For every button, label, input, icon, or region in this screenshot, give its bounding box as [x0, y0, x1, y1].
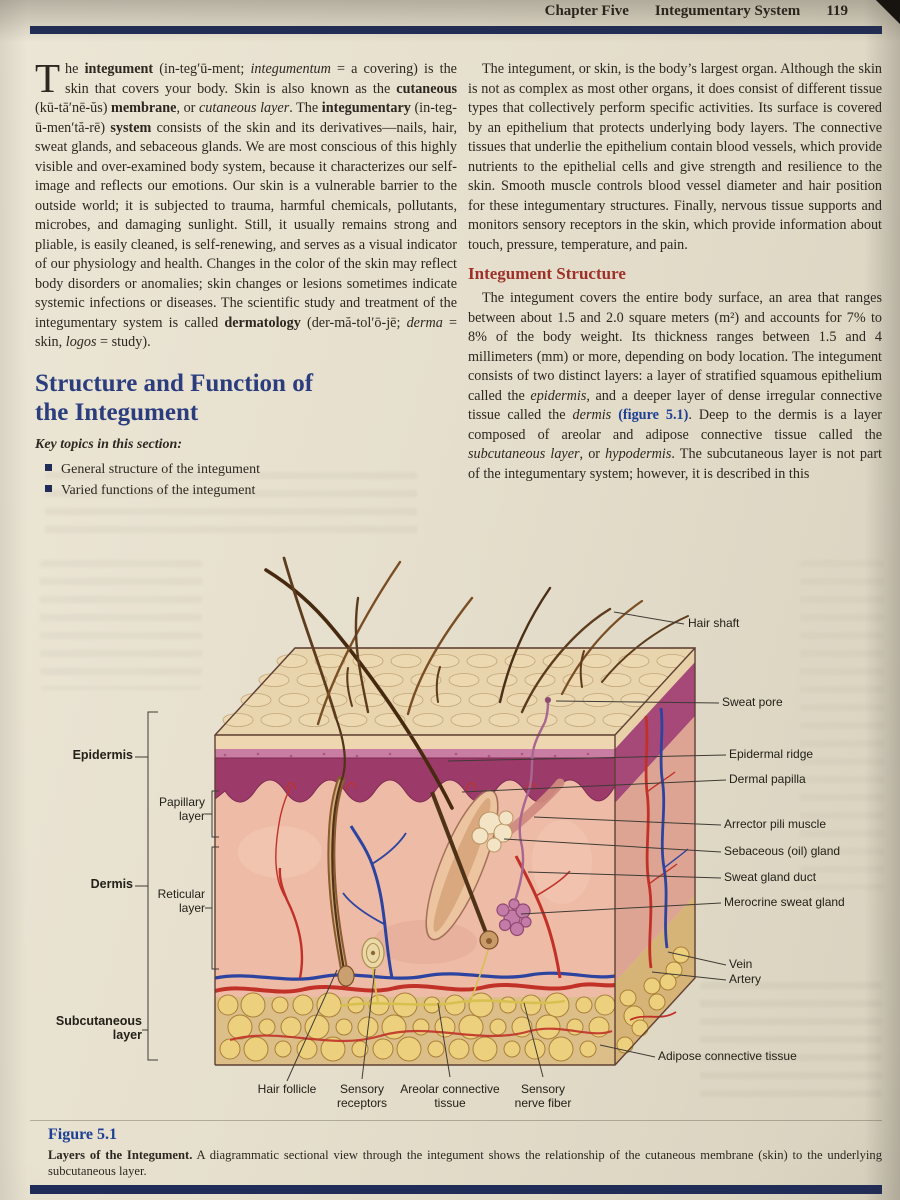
label-subcutaneous-layer: Subcutaneous layer — [55, 1014, 142, 1042]
label-arrector-pili-muscle: Arrector pili muscle — [724, 817, 827, 831]
label-sebaceous-gland: Sebaceous (oil) gland — [724, 844, 841, 858]
label-reticular-layer: Reticular layer — [157, 887, 205, 915]
label-sensory-receptors: Sensory receptors — [336, 1082, 388, 1110]
integument-structure-heading: Integument Structure — [468, 264, 626, 283]
key-topics-label: Key topics in this section: — [35, 436, 182, 452]
vein-plexus — [214, 971, 616, 981]
key-topic-text: General structure of the integument — [61, 461, 261, 477]
figure-5-1: Hair shaft Sweat pore Epidermal ridge De… — [0, 500, 900, 1118]
right-column: The integument, or skin, is the body’s l… — [468, 60, 882, 484]
artery-plexus — [214, 982, 616, 994]
figure-number: Figure 5.1 — [48, 1126, 118, 1143]
figure-caption: Layers of the Integument. A diagrammatic… — [48, 1148, 882, 1178]
page-number: 119 — [826, 3, 848, 19]
section-heading: Structure and Function of the Integument — [35, 369, 314, 426]
label-sweat-gland-duct: Sweat gland duct — [724, 870, 817, 884]
figure-leader-lines — [135, 611, 727, 1082]
nerve-fiber — [339, 999, 566, 1008]
sebaceous-gland — [471, 810, 514, 853]
label-hair-shaft: Hair shaft — [688, 616, 740, 630]
label-merocrine-sweat-gland: Merocrine sweat gland — [724, 895, 845, 909]
key-topic-item: Varied functions of the integument — [45, 480, 457, 501]
sweat-gland-duct — [513, 701, 550, 902]
label-epidermis: Epidermis — [72, 748, 133, 762]
skin-diagram-illustration — [135, 556, 727, 1082]
key-topic-text: Varied functions of the integument — [61, 482, 256, 498]
sweat-gland-coil — [496, 898, 532, 937]
footer-rule-bar — [30, 1185, 882, 1194]
sweat-pore — [545, 697, 551, 703]
structure-paragraph: The integument covers the entire body su… — [468, 290, 883, 482]
label-dermis: Dermis — [90, 877, 133, 891]
bullet-square-icon — [45, 463, 52, 471]
caption-rule — [30, 1120, 882, 1121]
label-hair-follicle: Hair follicle — [257, 1082, 317, 1096]
label-sweat-pore: Sweat pore — [722, 695, 783, 709]
key-topics-list: General structure of the integument Vari… — [35, 459, 457, 501]
label-epidermal-ridge: Epidermal ridge — [729, 747, 814, 761]
label-adipose-connective-tissue: Adipose connective tissue — [658, 1049, 797, 1063]
label-sensory-nerve-fiber: Sensory nerve fiber — [514, 1082, 572, 1110]
drop-cap: T — [35, 55, 61, 101]
chapter-label: Chapter Five — [544, 3, 629, 19]
dermis-structures — [275, 697, 571, 1008]
header-rule-bar — [30, 26, 882, 34]
figure-caption-block: Figure 5.1 Layers of the Integument. A d… — [48, 1126, 882, 1179]
label-artery: Artery — [729, 972, 762, 986]
label-vein: Vein — [729, 957, 753, 971]
running-header: Chapter Five Integumentary System 119 — [545, 3, 848, 20]
page-curl-shadow — [862, 0, 900, 32]
label-papillary-layer: Papillary layer — [158, 795, 205, 823]
bullet-square-icon — [45, 484, 52, 492]
label-dermal-papilla: Dermal papilla — [729, 772, 806, 786]
key-topic-item: General structure of the integument — [45, 459, 457, 480]
intro-paragraph: he integument (in-teg′ū-ment; integument… — [35, 61, 457, 350]
section-label: Integumentary System — [654, 3, 801, 19]
label-areolar-connective-tissue: Areolar connective tissue — [400, 1082, 500, 1110]
block-outline — [214, 647, 696, 1066]
overview-paragraph: The integument, or skin, is the body’s l… — [468, 61, 882, 253]
